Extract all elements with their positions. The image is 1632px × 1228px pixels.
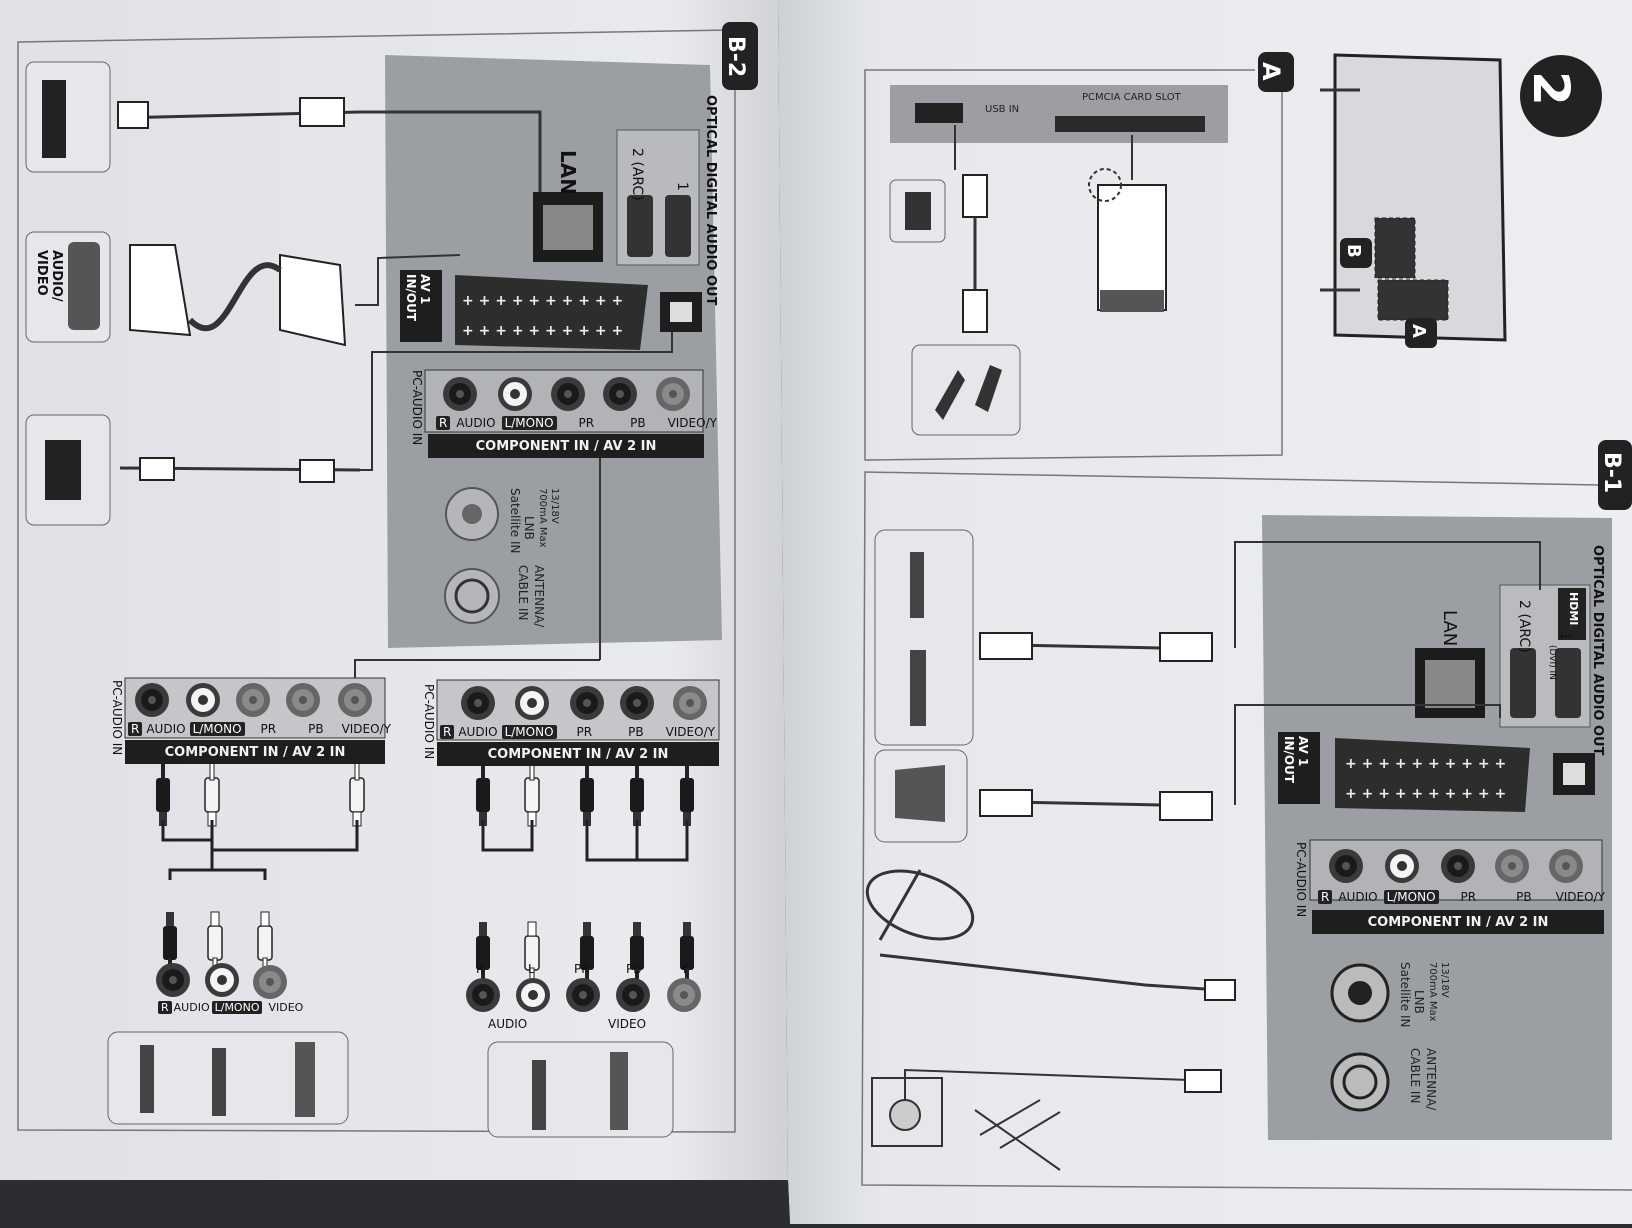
b2-lan-label: LAN [556, 150, 580, 195]
b2-comp-left-cables [156, 761, 365, 999]
b2-hdmi-2-label: 2 (ARC) [629, 148, 645, 201]
b1-comp-sublabels: R AUDIO L/MONO PR PB VIDEO/Y [1318, 890, 1608, 904]
step-number-badge: 2 [1520, 55, 1602, 137]
b2-scart-cable [129, 244, 461, 347]
b2-pc-audio-label: PC-AUDIO IN [410, 370, 424, 446]
b2-border [17, 29, 736, 1133]
b2-optical-label: OPTICAL DIGITAL AUDIO OUT [703, 95, 718, 306]
svg-text:+ + + + + + + + + +: + + + + + + + + + + [1345, 786, 1506, 802]
antenna [871, 1068, 1191, 1171]
b1-border [861, 471, 1632, 1191]
b1-component-bar: COMPONENT IN / AV 2 IN [1312, 910, 1604, 934]
b1-device-hdmi-1 [874, 529, 974, 746]
b2-right-pc-audio-label: PC-AUDIO IN [422, 684, 436, 760]
b2-left-bottom-labels: R AUDIO L/MONO VIDEO [158, 1001, 303, 1014]
b2-comp-right-cables [466, 761, 701, 1012]
b1-hdmi-1-label: 1 [1557, 632, 1572, 641]
b2-antenna-port [444, 568, 500, 624]
b1-section-tag: B-1 [1598, 440, 1632, 510]
b1-hdmi-logo: HDMI [1558, 588, 1586, 640]
b1-lan-label: LAN [1439, 610, 1460, 647]
svg-text:+ + + + + + + + + +: + + + + + + + + + + [1345, 756, 1506, 772]
b2-bottom-right-devices [487, 1041, 674, 1138]
callout-a-tag: A [1405, 318, 1437, 348]
b2-bottom-left-devices [107, 1031, 349, 1125]
satellite-dish [865, 869, 1221, 992]
b2-comp-sublabels: R AUDIO L/MONO PR PB VIDEO/Y [436, 416, 717, 430]
b2-component-bar: COMPONENT IN / AV 2 IN [428, 434, 704, 458]
b2-right-bottom-groups: AUDIO VIDEO [488, 1017, 647, 1031]
b1-optical-label: OPTICAL DIGITAL AUDIO OUT [1590, 545, 1605, 756]
b1-hdmi-2-label: 2 (ARC) [1516, 600, 1532, 653]
b2-left-sublabels: R AUDIO L/MONO PR PB VIDEO/Y [128, 722, 391, 736]
b1-pc-audio-label: PC-AUDIO IN [1294, 842, 1308, 918]
b2-scart-port [455, 275, 648, 350]
b1-hdmi-dvi-label: (DVI) IN [1547, 645, 1557, 680]
b2-left-pc-audio-label: PC-AUDIO IN [110, 680, 124, 756]
b2-audio-video-label: AUDIO/ VIDEO [34, 250, 64, 302]
b2-right-component-bar: COMPONENT IN / AV 2 IN [437, 742, 719, 766]
b1-av1-label: AV 1 IN/OUT [1278, 732, 1320, 804]
b2-device-lan [25, 61, 111, 173]
b1-satellite-port [1330, 963, 1390, 1023]
b2-right-sublabels: R AUDIO L/MONO PR PB VIDEO/Y [440, 725, 720, 739]
b1-antenna-port [1330, 1052, 1390, 1112]
a-border [864, 69, 1283, 461]
b2-left-component-bar: COMPONENT IN / AV 2 IN [125, 740, 385, 764]
b2-hdmi-1-label: 1 [674, 182, 690, 191]
b2-satellite-port [445, 487, 499, 541]
pcmcia-slot-label: PCMCIA CARD SLOT [1082, 92, 1181, 103]
svg-text:+ + + + + + + + + +: + + + + + + + + + + [462, 323, 623, 339]
b2-section-tag: B-2 [722, 22, 758, 90]
b2-av1-label: AV 1 IN/OUT [400, 270, 442, 342]
b2-right-bottom-letters: R L PR PB Y [476, 962, 689, 976]
svg-text:+ + + + + + + + + +: + + + + + + + + + + [462, 293, 623, 309]
callout-b-tag: B [1340, 238, 1372, 268]
a-section-tag: A [1257, 52, 1294, 92]
usb-in-label: USB IN [985, 104, 1020, 115]
page-shadow [0, 1180, 790, 1224]
